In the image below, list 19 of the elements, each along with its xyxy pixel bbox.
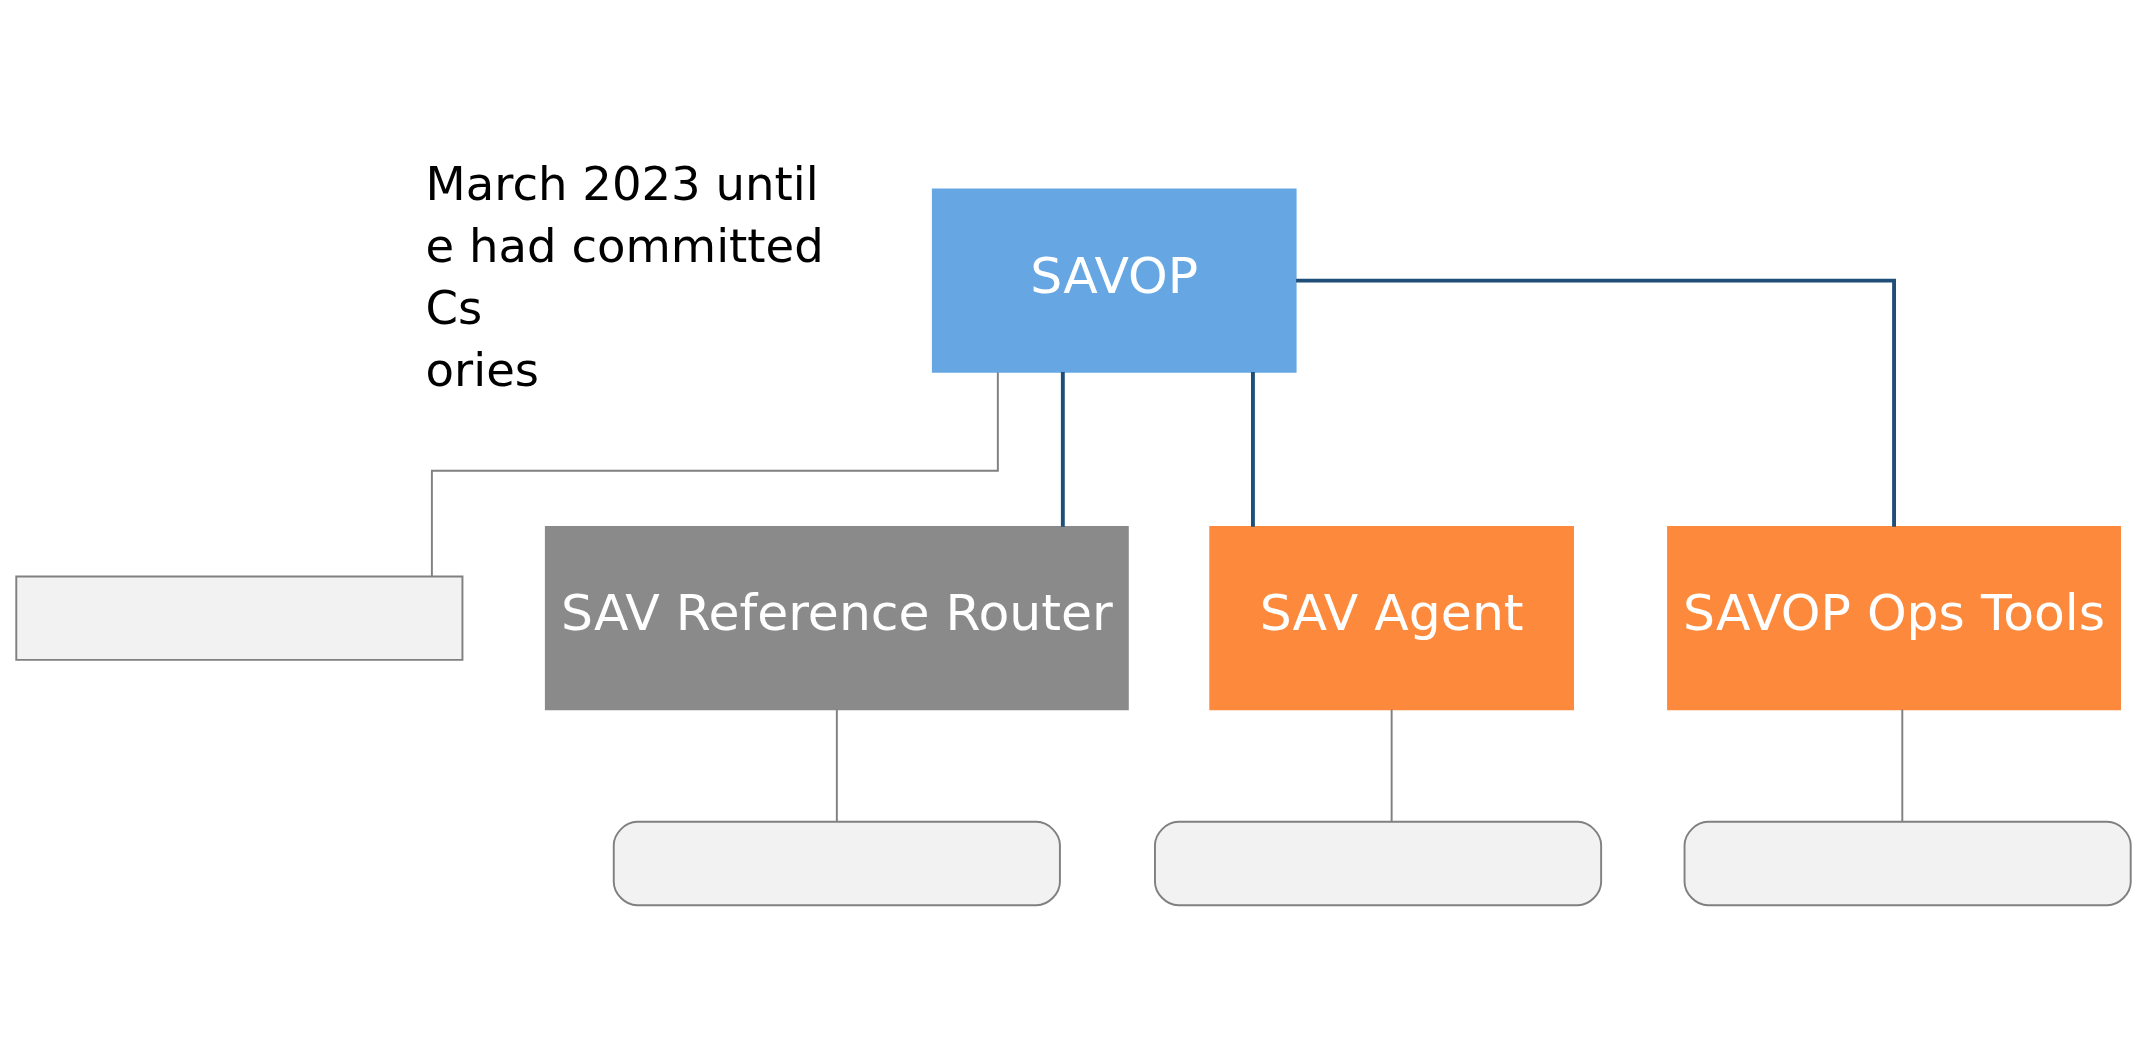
node-box: SAV Reference Router xyxy=(544,526,1129,711)
label: March 2023 until xyxy=(425,156,819,211)
node-box: SAVOP Ops Tools xyxy=(1667,526,2121,711)
connector xyxy=(430,371,999,578)
node-box xyxy=(1683,820,2132,907)
node-box: SAV Agent xyxy=(1209,526,1574,711)
connector xyxy=(1390,708,1393,823)
node-box xyxy=(1154,820,1603,907)
connector xyxy=(835,708,838,823)
label: ories xyxy=(425,342,540,397)
node-box xyxy=(612,820,1061,907)
connector xyxy=(1251,371,1255,527)
connector xyxy=(1901,708,1904,823)
node-box xyxy=(15,575,464,661)
connector xyxy=(1296,278,1896,527)
connector xyxy=(1060,371,1065,527)
label: e had committed xyxy=(425,218,824,273)
node-box: SAVOP xyxy=(931,188,1297,373)
label: Cs xyxy=(425,280,483,335)
